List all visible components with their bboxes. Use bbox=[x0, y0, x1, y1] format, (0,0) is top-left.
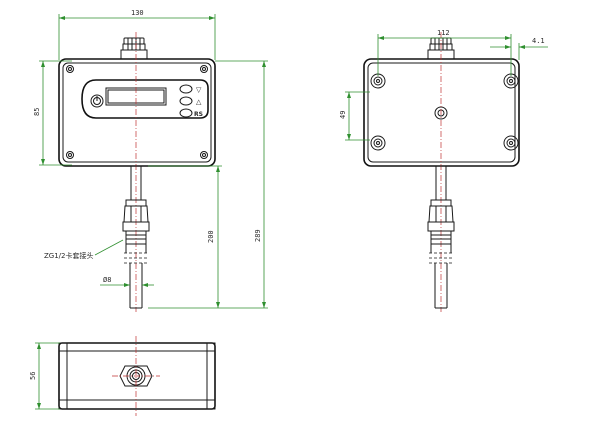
rear-housing bbox=[363, 58, 520, 167]
dim-side-height: 56 bbox=[29, 372, 37, 380]
logo-mark: RS bbox=[194, 111, 203, 118]
rear-mounting-holes bbox=[370, 73, 519, 151]
button-up-symbol: ▽ bbox=[196, 86, 202, 94]
dim-overall-height: 289 bbox=[254, 229, 262, 242]
dim-front-height: 85 bbox=[33, 108, 41, 116]
side-view: 56 bbox=[29, 336, 216, 416]
button-enter bbox=[179, 108, 193, 118]
front-corner-screws bbox=[66, 65, 208, 159]
dim-rear-offset: 4.1 bbox=[532, 37, 545, 45]
dim-rear-hole-spacing: 49 bbox=[339, 111, 347, 119]
dim-rear-width: 112 bbox=[437, 29, 450, 37]
dim-front-width: 130 bbox=[131, 9, 144, 17]
display-panel bbox=[81, 79, 209, 119]
side-housing bbox=[58, 342, 216, 410]
front-probe bbox=[122, 165, 150, 309]
rear-probe bbox=[427, 165, 455, 309]
dim-probe-length: 200 bbox=[207, 230, 215, 243]
power-icon bbox=[90, 94, 104, 108]
front-view: ▽ △ RS 130 bbox=[33, 9, 268, 312]
button-up bbox=[179, 84, 193, 94]
front-cable-gland bbox=[120, 37, 148, 60]
fitting-label: ZG1/2卡套接头 bbox=[44, 251, 94, 260]
button-down-symbol: △ bbox=[196, 98, 202, 106]
dim-probe-diameter: Ø8 bbox=[103, 276, 111, 284]
rear-view: 112 4.1 49 bbox=[339, 29, 548, 312]
button-down bbox=[179, 96, 193, 106]
